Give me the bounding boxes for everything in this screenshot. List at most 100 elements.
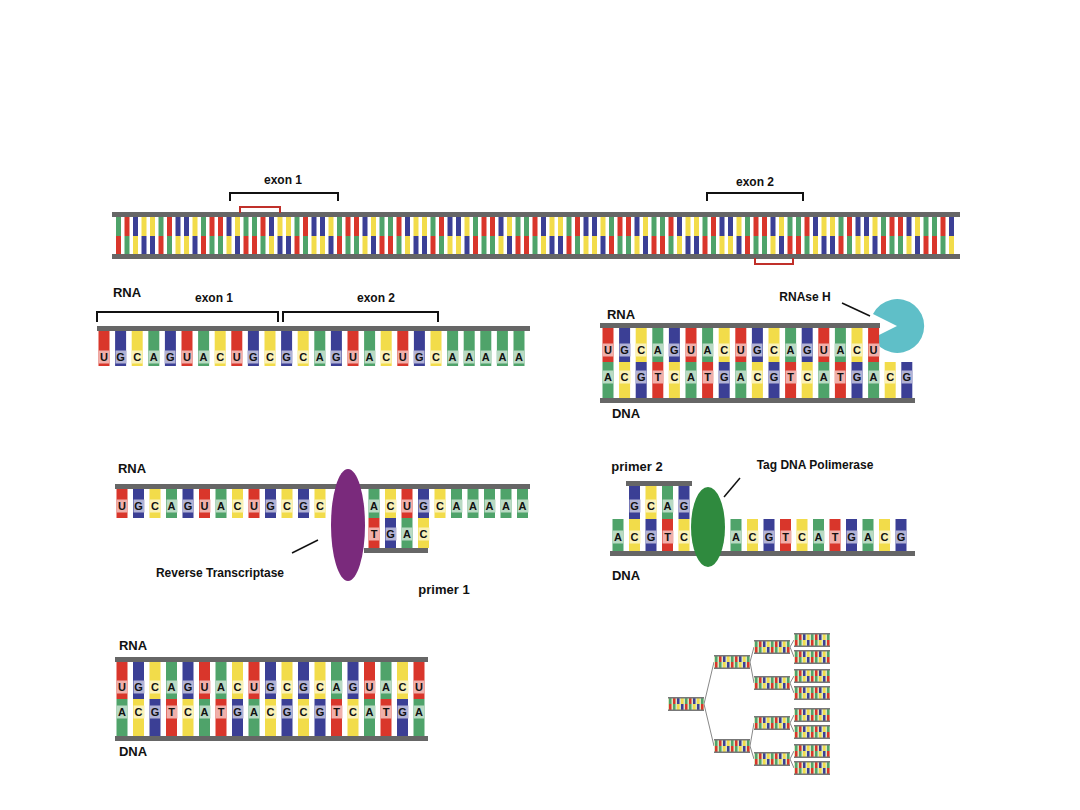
base-letter: T bbox=[785, 371, 796, 384]
genome-bar bbox=[337, 236, 342, 254]
base-bar bbox=[150, 699, 161, 736]
genome-bar bbox=[720, 217, 725, 236]
genome-bar bbox=[813, 236, 818, 254]
genome-bar bbox=[924, 217, 929, 236]
base-letter: C bbox=[133, 706, 144, 719]
genome-bar bbox=[210, 236, 215, 254]
base-letter: A bbox=[603, 371, 614, 384]
genome-bar bbox=[898, 217, 903, 236]
base-letter: A bbox=[863, 531, 874, 544]
base-bar bbox=[215, 331, 226, 366]
exon-label: exon 1 bbox=[264, 174, 302, 187]
genome-bar bbox=[448, 217, 453, 236]
base-bar bbox=[232, 699, 243, 736]
genome-bar bbox=[873, 217, 878, 236]
base-letter: A bbox=[451, 500, 462, 513]
base-letter: A bbox=[813, 531, 824, 544]
base-letter: C bbox=[265, 706, 276, 719]
base-bar bbox=[785, 328, 796, 362]
molecule-label: DNA bbox=[612, 569, 640, 583]
base-bar bbox=[769, 362, 780, 398]
genome-bar bbox=[371, 217, 376, 236]
genome-bar bbox=[711, 236, 716, 254]
genome-bar bbox=[805, 217, 810, 236]
base-letter: U bbox=[249, 681, 260, 694]
genome-bar bbox=[516, 236, 521, 254]
base-bar bbox=[165, 331, 176, 366]
base-letter: C bbox=[619, 371, 630, 384]
base-letter: G bbox=[629, 500, 640, 513]
base-bar bbox=[719, 328, 730, 362]
base-bar bbox=[735, 362, 746, 398]
genome-bar bbox=[193, 236, 198, 254]
base-bar bbox=[282, 699, 293, 736]
base-bar bbox=[702, 328, 713, 362]
exon-label: exon 2 bbox=[357, 292, 395, 305]
base-bar bbox=[99, 331, 110, 366]
base-bar bbox=[835, 328, 846, 362]
genome-bar bbox=[210, 217, 215, 236]
genome-bar bbox=[771, 217, 776, 236]
genome-bar bbox=[448, 236, 453, 254]
genome-bar bbox=[142, 236, 147, 254]
base-letter: C bbox=[397, 681, 408, 694]
backbone bbox=[364, 548, 428, 553]
base-letter: G bbox=[901, 371, 912, 384]
base-bar bbox=[679, 519, 690, 551]
base-letter: A bbox=[484, 500, 495, 513]
base-letter: A bbox=[613, 531, 624, 544]
genome-bar bbox=[592, 236, 597, 254]
genome-bar bbox=[788, 217, 793, 236]
base-letter: A bbox=[785, 344, 796, 357]
base-letter: A bbox=[514, 351, 525, 364]
base-letter: G bbox=[282, 706, 293, 719]
genome-bar bbox=[890, 236, 895, 254]
branch-line bbox=[704, 704, 714, 746]
base-bar bbox=[735, 328, 746, 362]
dna-copy bbox=[754, 752, 790, 766]
genome-bar bbox=[133, 236, 138, 254]
genome-bar bbox=[822, 217, 827, 236]
base-bar bbox=[248, 331, 259, 366]
base-bar bbox=[265, 699, 276, 736]
genome-bar bbox=[439, 217, 444, 236]
base-letter: C bbox=[150, 681, 161, 694]
genome-bar bbox=[779, 217, 784, 236]
genome-bar bbox=[550, 217, 555, 236]
base-bar bbox=[480, 331, 491, 366]
genome-bar bbox=[694, 236, 699, 254]
base-bar bbox=[150, 489, 161, 518]
base-bar bbox=[517, 489, 528, 518]
genome-bar bbox=[414, 236, 419, 254]
exon-label: exon 2 bbox=[736, 176, 774, 189]
base-bar bbox=[629, 486, 640, 519]
base-bar bbox=[298, 489, 309, 518]
base-bar bbox=[402, 489, 413, 518]
branch-line bbox=[790, 751, 794, 759]
base-letter: C bbox=[669, 371, 680, 384]
genome-bars bbox=[116, 217, 954, 254]
base-letter: C bbox=[752, 371, 763, 384]
genome-bar bbox=[167, 217, 172, 236]
genome-bar bbox=[499, 217, 504, 236]
genome-bar bbox=[125, 217, 130, 236]
base-letter: C bbox=[298, 706, 309, 719]
genome-bar bbox=[601, 217, 606, 236]
base-bar bbox=[282, 489, 293, 518]
base-letter: C bbox=[797, 531, 808, 544]
base-bar bbox=[348, 699, 359, 736]
genome-bar bbox=[125, 236, 130, 254]
base-letter: A bbox=[868, 371, 879, 384]
taq-polymerase bbox=[691, 487, 725, 567]
base-letter: A bbox=[686, 371, 697, 384]
base-letter: A bbox=[364, 351, 375, 364]
genome-bar bbox=[286, 236, 291, 254]
genome-bar bbox=[388, 236, 393, 254]
base-letter: A bbox=[501, 500, 512, 513]
genome-bar bbox=[482, 236, 487, 254]
base-bar bbox=[414, 662, 425, 699]
genome-bar bbox=[924, 236, 929, 254]
base-bar bbox=[835, 362, 846, 398]
genome-bar bbox=[601, 236, 606, 254]
base-bar bbox=[282, 662, 293, 699]
